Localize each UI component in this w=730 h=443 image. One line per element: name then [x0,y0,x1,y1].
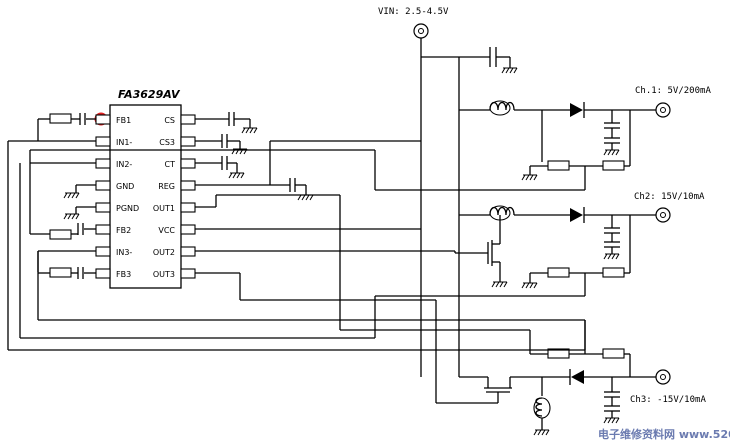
pin-label-out1: OUT1 [153,204,175,213]
chip-left-wiring [7,113,586,351]
chip-body [109,104,182,289]
ch1-label: Ch.1: 5V/200mA [635,86,711,96]
pin-label-fb3: FB3 [116,270,131,279]
channel-2-boost: Ch2: 15V/10mA [455,192,705,296]
ic-fa3629av: FA3629AV FB1 IN1- IN2- GND PGND FB2 IN3-… [94,88,196,289]
pin-label-fb2: FB2 [116,226,131,235]
pin-label-out2: OUT2 [153,248,175,257]
vin-source: VIN: 2.5-4.5V [378,7,518,377]
watermark: 电子维修资料网 www.520101.com [598,427,730,441]
pin-label-cs: CS [164,116,175,125]
pin-label-gnd: GND [116,182,134,191]
pin-label-cs3: CS3 [159,138,175,147]
pin-label-reg: REG [158,182,175,191]
ch3-label: Ch3: -15V/10mA [630,395,706,405]
pin-label-in1: IN1- [116,138,132,147]
vin-label: VIN: 2.5-4.5V [378,7,449,17]
channel-3-inverting: Ch3: -15V/10mA [435,300,706,436]
pin-label-in2: IN2- [116,160,132,169]
pin-label-ct: CT [165,160,176,169]
chip-name: FA3629AV [118,88,181,101]
pin-label-vcc: VCC [158,226,175,235]
pin-label-in3: IN3- [116,248,132,257]
pin-label-pgnd: PGND [116,204,139,213]
pin-label-fb1: FB1 [116,116,131,125]
ch2-label: Ch2: 15V/10mA [634,192,705,202]
pin-label-out3: OUT3 [153,270,175,279]
channel-1-boost: Ch.1: 5V/200mA [489,86,711,190]
chip-right-wiring [195,112,530,331]
